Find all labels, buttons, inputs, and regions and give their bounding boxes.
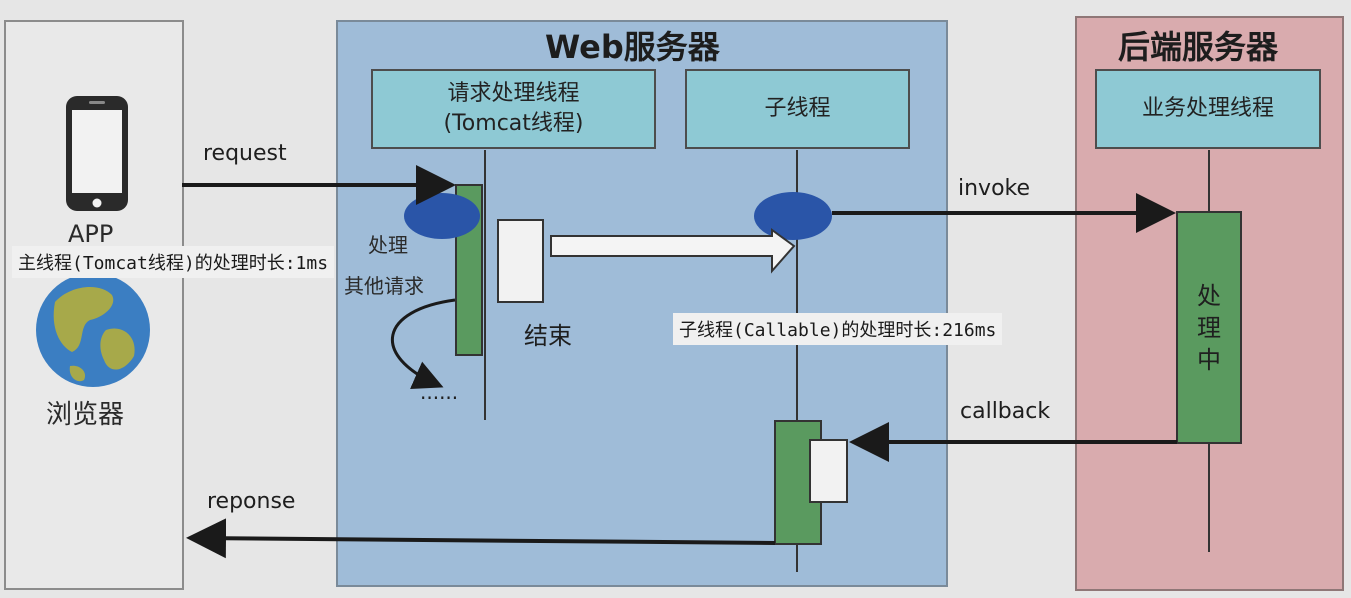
child-thread-duration-note: 子线程(Callable)的处理时长:216ms [673, 313, 1003, 345]
other-requests-curve [390, 298, 456, 390]
handoff-arrow [550, 228, 796, 274]
processing-label: 处 理 中 [1189, 280, 1229, 376]
globe-icon [36, 273, 150, 387]
request-receive-ellipse [404, 193, 480, 239]
processing-char: 中 [1197, 346, 1221, 374]
request-thread-label: 请求处理线程 [447, 81, 580, 106]
main-thread-duration-note: 主线程(Tomcat线程)的处理时长:1ms [12, 246, 335, 278]
invoke-label: invoke [958, 176, 1031, 201]
app-label: APP [68, 220, 114, 248]
request-thread-lane: 请求处理线程 (Tomcat线程) [371, 69, 656, 149]
callback-label: callback [960, 399, 1051, 424]
request-thread-subtask [497, 219, 544, 303]
business-thread-label: 业务处理线程 [1141, 96, 1274, 121]
child-thread-lane: 子线程 [685, 69, 910, 149]
phone-icon [66, 96, 128, 211]
request-thread-sublabel: (Tomcat线程) [443, 111, 584, 136]
response-arrow [186, 518, 776, 559]
processing-char: 处 [1197, 282, 1221, 310]
request-label: request [203, 141, 287, 166]
child-thread-subtask [809, 439, 848, 503]
child-start-ellipse [754, 192, 832, 240]
business-thread-activation [1176, 211, 1242, 444]
web-server-title: Web服务器 [545, 28, 720, 66]
handle-other-label-line2: 其他请求 [344, 274, 424, 298]
business-thread-lane: 业务处理线程 [1095, 69, 1321, 149]
child-thread-label: 子线程 [764, 96, 831, 121]
backend-server-title: 后端服务器 [1118, 28, 1279, 66]
handle-other-label-line1: 处理 [368, 233, 408, 257]
processing-char: 理 [1197, 314, 1221, 342]
ellipsis-label: ...... [420, 380, 459, 404]
browser-label: 浏览器 [46, 400, 125, 430]
response-label: reponse [207, 489, 296, 514]
end-label: 结束 [524, 322, 572, 350]
